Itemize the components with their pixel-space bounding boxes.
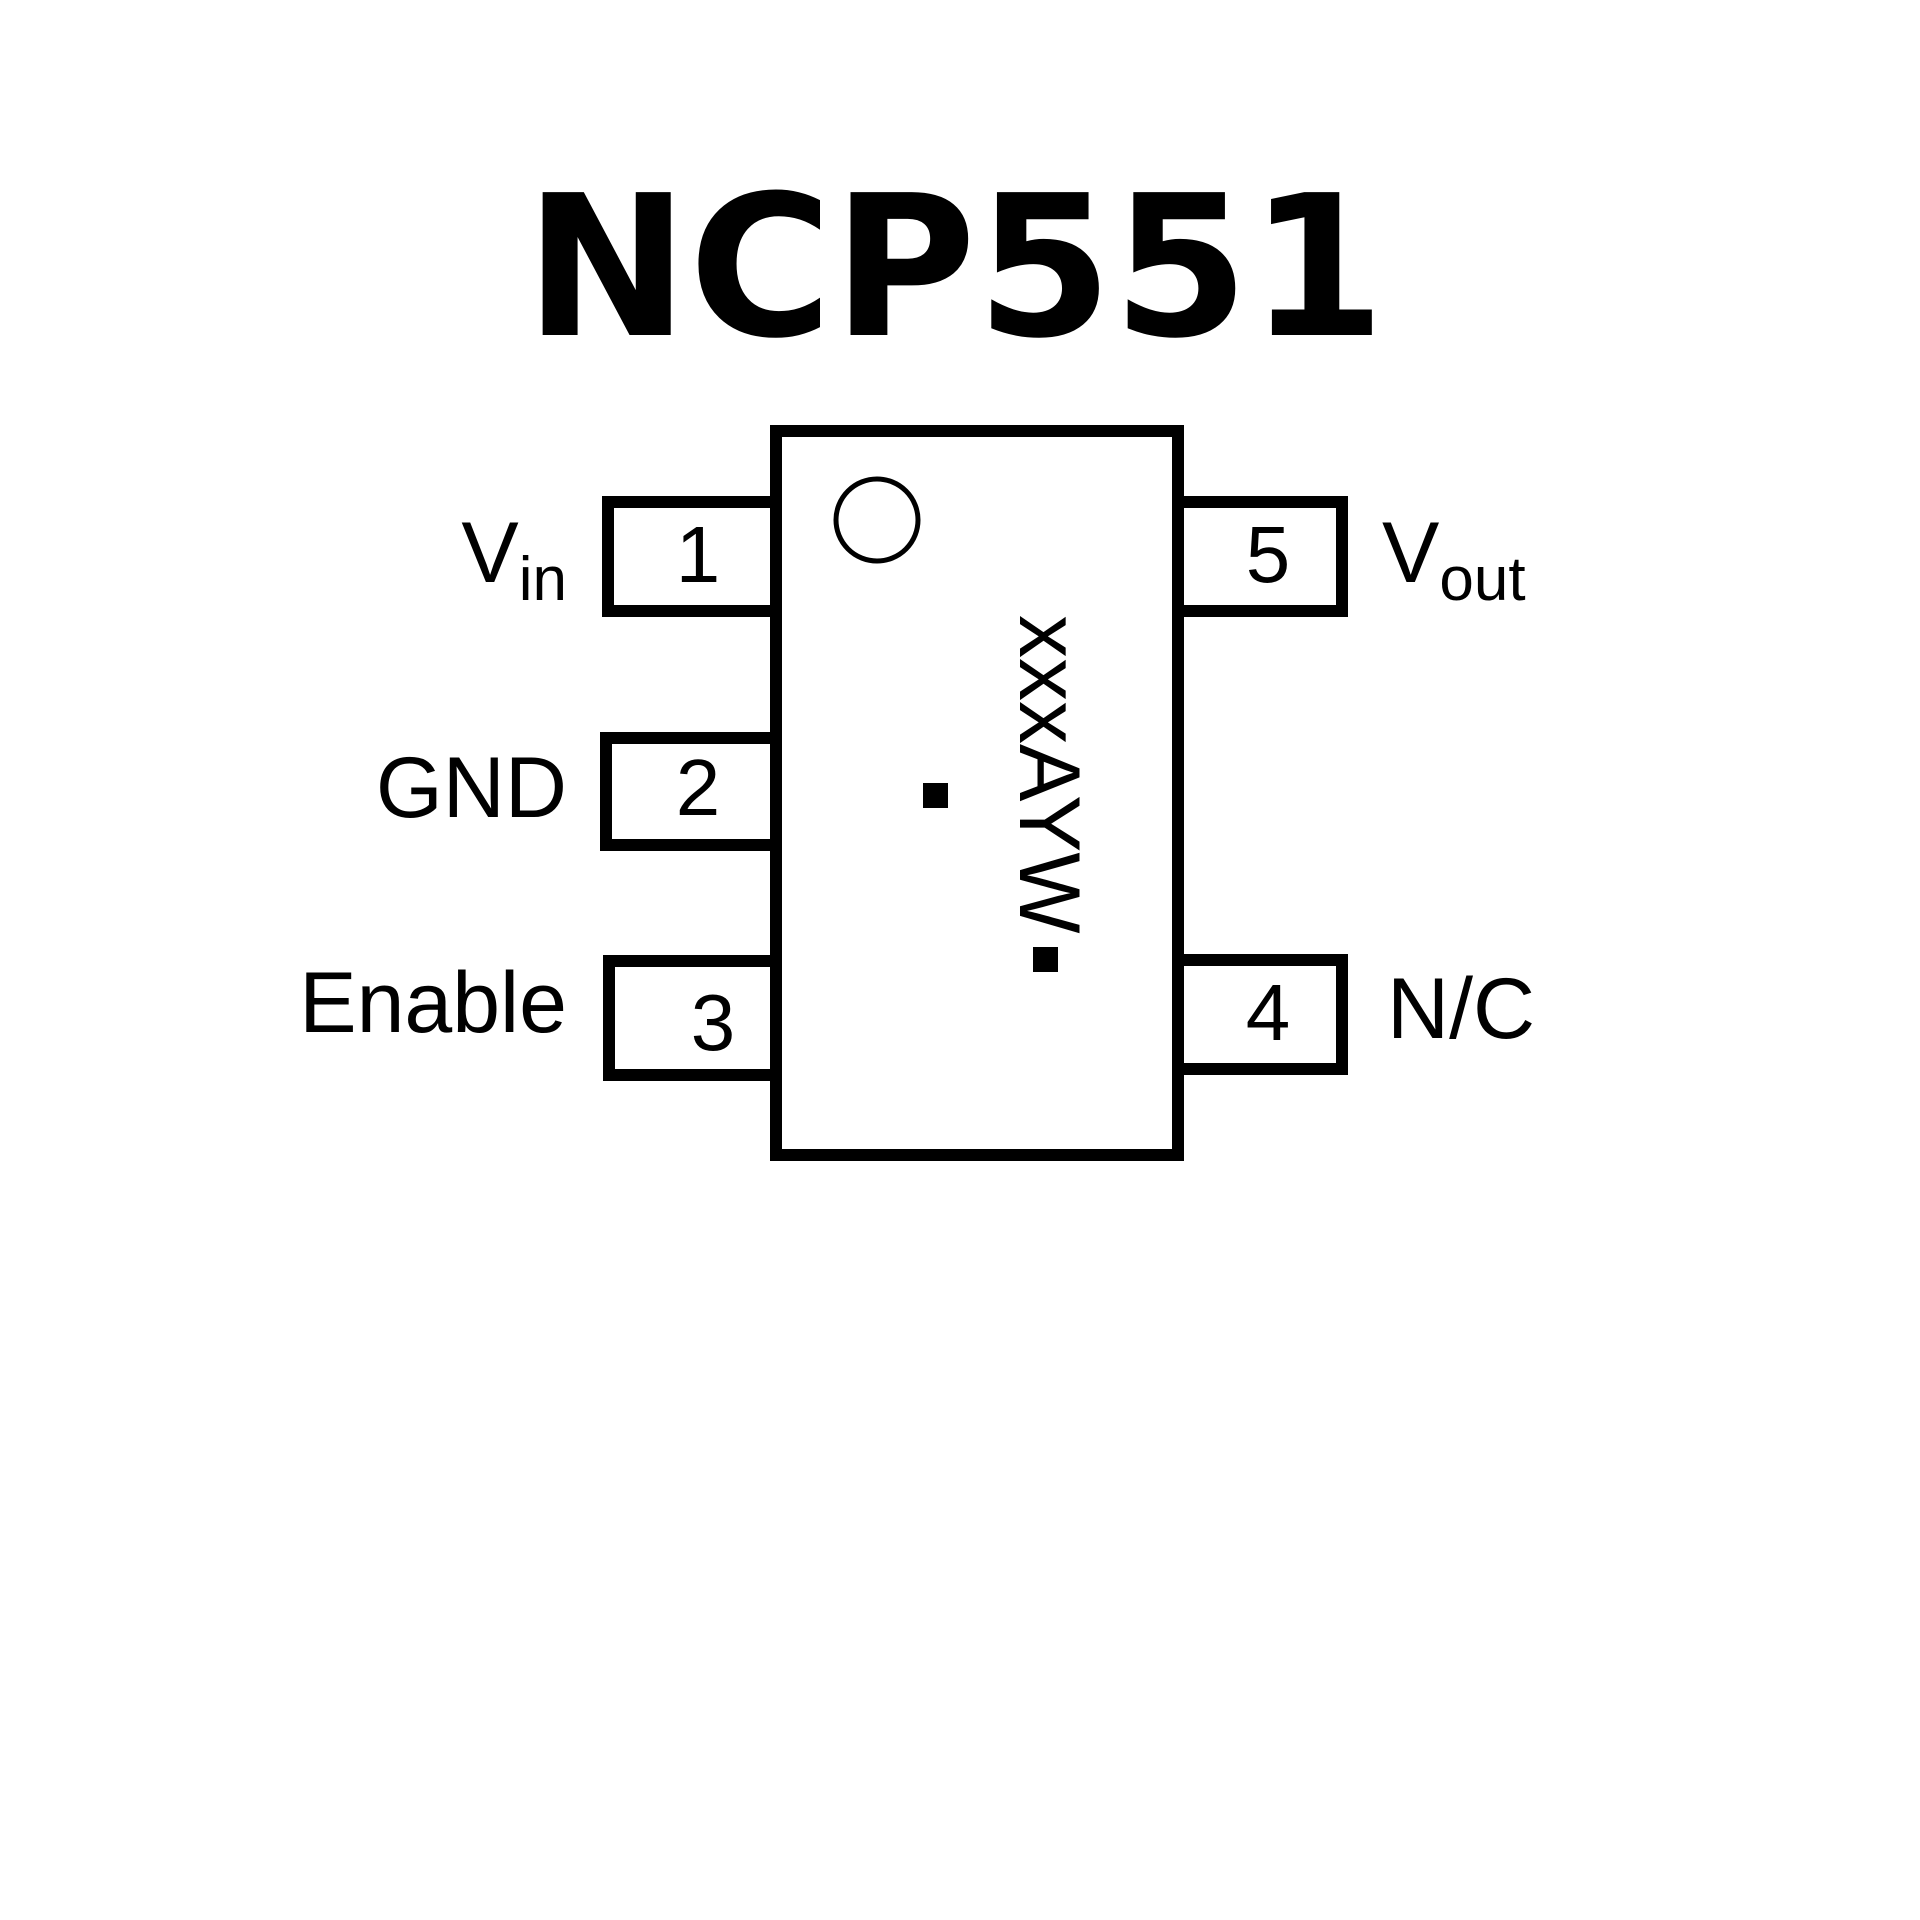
pin-1-lead <box>602 496 776 617</box>
pin-3-label: Enable <box>299 955 567 1051</box>
pin-1-label-main: V <box>461 505 518 601</box>
pin-3: 3 <box>603 955 776 1081</box>
pin-1-label-sub: in <box>519 545 567 614</box>
center-dot <box>923 783 948 808</box>
pin-2-lead <box>600 732 776 851</box>
pin-1-label: Vin <box>461 505 567 614</box>
pin-5-lead <box>1178 496 1348 617</box>
diagram-title: NCP551 <box>525 154 1386 382</box>
pin-2-label: GND <box>376 740 567 836</box>
pin-4-lead <box>1178 954 1348 1075</box>
pin-3-number: 3 <box>691 978 736 1067</box>
marking-dot <box>1033 947 1058 972</box>
pin-2-number: 2 <box>676 743 721 832</box>
pin-4-label: N/C <box>1387 961 1535 1057</box>
circle-icon <box>833 476 921 564</box>
pin-5-label-sub: out <box>1439 545 1525 614</box>
pin-4-number: 4 <box>1246 968 1291 1057</box>
pin-3-lead <box>603 955 776 1081</box>
pin-5: 5 <box>1178 496 1348 617</box>
pin-5-label-main: V <box>1382 505 1439 601</box>
pin-2: 2 <box>600 732 776 851</box>
package-marking: xxxAYW <box>1001 615 1097 934</box>
pin-1: 1 <box>602 496 776 617</box>
pin-1-number: 1 <box>676 510 721 599</box>
pin-5-label: Vout <box>1382 505 1526 614</box>
package-body <box>770 425 1184 1161</box>
pin-5-number: 5 <box>1246 510 1291 599</box>
pin-4: 4 <box>1178 954 1348 1075</box>
